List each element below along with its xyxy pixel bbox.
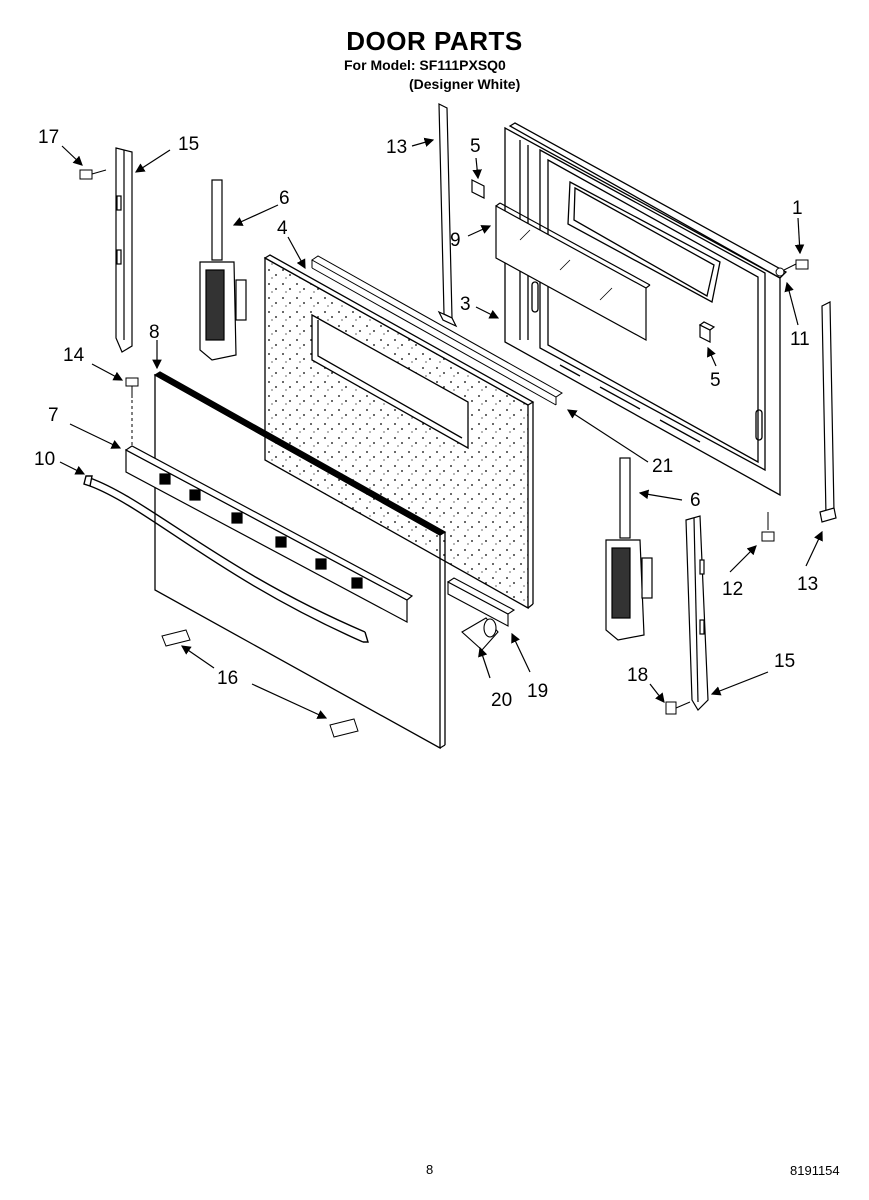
callout-10: 10 bbox=[34, 449, 55, 470]
door-glass bbox=[495, 202, 651, 342]
callout-15: 15 bbox=[774, 651, 795, 672]
callout-12: 12 bbox=[722, 579, 743, 600]
screw-18 bbox=[665, 701, 691, 715]
callout-14: 14 bbox=[63, 345, 85, 366]
page-title: DOOR PARTS bbox=[346, 26, 523, 56]
end-cap bbox=[461, 617, 499, 651]
side-strip-right bbox=[819, 301, 837, 523]
callout-5: 5 bbox=[710, 370, 721, 391]
hinge-right bbox=[605, 457, 653, 641]
bracket-16-upper bbox=[161, 629, 191, 647]
callout-6: 6 bbox=[690, 490, 701, 511]
callout-17: 17 bbox=[38, 127, 59, 148]
glass-clip-lower bbox=[698, 321, 716, 343]
callout-19: 19 bbox=[527, 681, 548, 702]
screw-17 bbox=[79, 169, 107, 180]
door-handle bbox=[83, 475, 369, 643]
hinge-channel-left bbox=[115, 147, 133, 353]
callout-13: 13 bbox=[386, 137, 407, 158]
model-line: For Model: SF111PXSQ0 bbox=[344, 57, 506, 73]
insulation-panel bbox=[263, 254, 535, 610]
callout-21: 21 bbox=[652, 456, 673, 477]
callout-13: 13 bbox=[797, 574, 818, 595]
hinge-channel-right bbox=[685, 515, 709, 711]
callout-16: 16 bbox=[217, 668, 238, 689]
screw-14 bbox=[125, 377, 139, 446]
bracket-16-lower bbox=[329, 718, 359, 738]
callout-8: 8 bbox=[149, 322, 160, 343]
callout-7: 7 bbox=[48, 405, 59, 426]
page-number: 8 bbox=[426, 1162, 434, 1177]
callout-18: 18 bbox=[627, 665, 648, 686]
callout-9: 9 bbox=[450, 230, 461, 251]
screw-12 bbox=[761, 512, 775, 542]
screw-1 bbox=[783, 259, 809, 271]
vent-trim bbox=[124, 445, 414, 624]
callout-4: 4 bbox=[277, 218, 288, 239]
gasket-strip bbox=[311, 255, 563, 406]
glass-clip-upper bbox=[471, 179, 485, 199]
callout-6: 6 bbox=[279, 188, 290, 209]
variant-line: (Designer White) bbox=[409, 76, 521, 92]
callout-1: 1 bbox=[792, 198, 803, 219]
side-strip-left bbox=[437, 103, 458, 328]
bottom-trim bbox=[446, 577, 516, 627]
document-number: 8191154 bbox=[790, 1163, 840, 1178]
washer-11 bbox=[775, 267, 785, 277]
callout-15: 15 bbox=[178, 134, 199, 155]
leader-lines bbox=[59, 137, 823, 719]
callout-5: 5 bbox=[470, 136, 481, 157]
hinge-left bbox=[199, 179, 247, 361]
callout-3: 3 bbox=[460, 294, 471, 315]
callout-11: 11 bbox=[790, 329, 810, 350]
callout-20: 20 bbox=[491, 690, 512, 711]
